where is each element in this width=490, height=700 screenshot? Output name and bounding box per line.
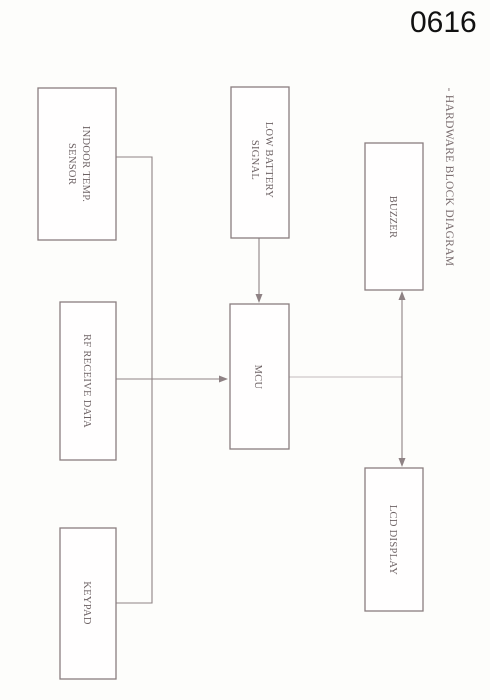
lcd-display-label: LCD DISPLAY [387,505,398,575]
block-lcd-display: LCD DISPLAY [364,467,424,612]
indoor-temp-sensor-label-line2: SENSOR [66,143,77,185]
block-mcu: MCU [229,303,290,450]
mcu-label: MCU [252,365,263,390]
buzzer-label: BUZZER [387,196,398,239]
low-battery-signal-label-line1: LOW BATTERY [263,122,274,198]
input-bus-line [116,156,153,604]
block-low-battery-signal: LOW BATTERY SIGNAL [230,86,290,239]
buzzer-arrowhead [398,291,406,300]
rf-to-mcu-arrowhead [219,375,228,383]
block-indoor-temp-sensor: INDOOR TEMP. SENSOR [37,87,117,241]
block-keypad: KEYPAD [59,527,117,680]
rf-receive-data-label: RF RECEIVE DATA [81,334,92,428]
low-battery-signal-label-line2: SIGNAL [249,140,260,180]
block-buzzer: BUZZER [364,142,424,291]
indoor-temp-sensor-label-line1: INDOOR TEMP. [80,126,91,202]
lcd-arrowhead [398,458,406,467]
connectors [116,156,406,604]
block-rf-receive-data: RF RECEIVE DATA [59,301,117,461]
battery-to-mcu-arrowhead [255,294,263,303]
page-number: 0616 [410,6,477,39]
keypad-label: KEYPAD [81,581,92,625]
